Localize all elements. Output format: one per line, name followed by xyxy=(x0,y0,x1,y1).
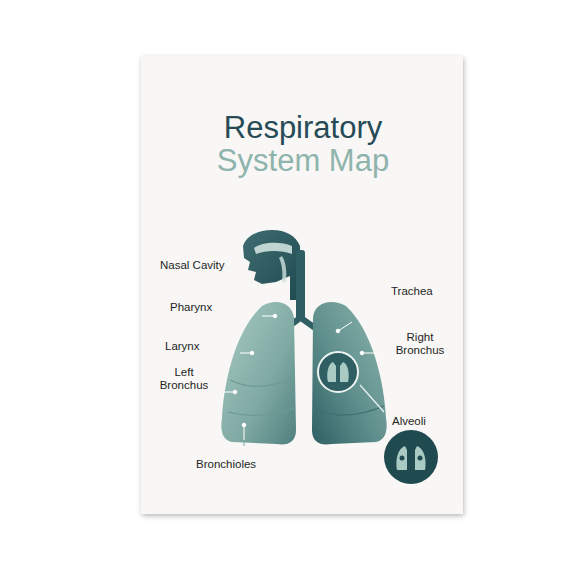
trachea-tube xyxy=(296,250,305,320)
pharynx-shape xyxy=(279,256,286,282)
nasal-cavity-shape xyxy=(254,243,292,254)
alveoli-leader xyxy=(360,385,384,412)
alveoli-lungs xyxy=(396,446,425,470)
part-label: Larynx xyxy=(165,340,200,353)
alveoli-dot xyxy=(400,456,405,461)
alveoli-dot xyxy=(418,456,423,461)
magnifier-circle xyxy=(318,352,358,392)
magnified-lungs xyxy=(327,362,349,382)
part-label: Bronchioles xyxy=(196,458,256,471)
part-label: Right Bronchus xyxy=(388,331,452,357)
leader-lines xyxy=(224,314,378,440)
part-label: Nasal Cavity xyxy=(160,259,225,272)
bronchioles-leader xyxy=(244,440,245,446)
head-silhouette xyxy=(243,230,300,300)
part-label: Trachea xyxy=(391,285,433,298)
alveoli-circle xyxy=(384,430,438,484)
part-label: Alveoli xyxy=(392,415,426,428)
poster-title: Respiratory System Map xyxy=(203,111,403,177)
right-lung-fissure xyxy=(316,406,384,415)
part-label: Pharynx xyxy=(170,301,212,314)
left-lung xyxy=(221,302,296,444)
right-lung xyxy=(312,302,387,444)
part-label: Left Bronchus xyxy=(153,366,215,392)
left-lung-fissure xyxy=(228,378,294,415)
